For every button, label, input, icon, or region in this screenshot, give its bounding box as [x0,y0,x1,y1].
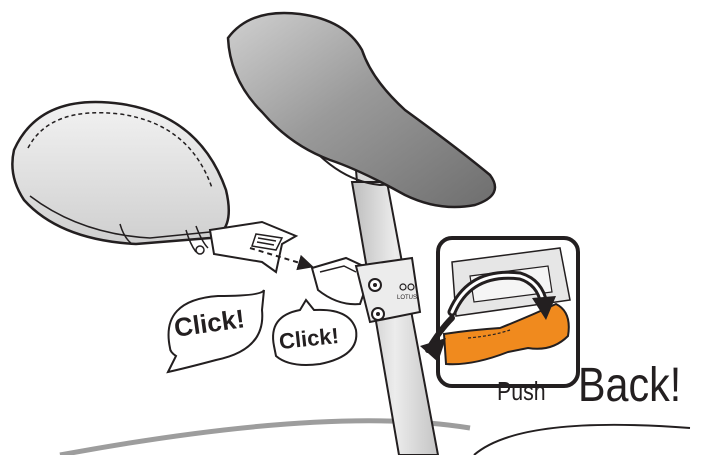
push-label: Push [497,376,546,407]
back-label: Back! [578,358,681,413]
seat-bag [12,102,228,254]
bag-mount-plate [210,222,296,272]
release-detail-inset [420,238,578,386]
brand-mark: LOTUS [397,295,417,301]
